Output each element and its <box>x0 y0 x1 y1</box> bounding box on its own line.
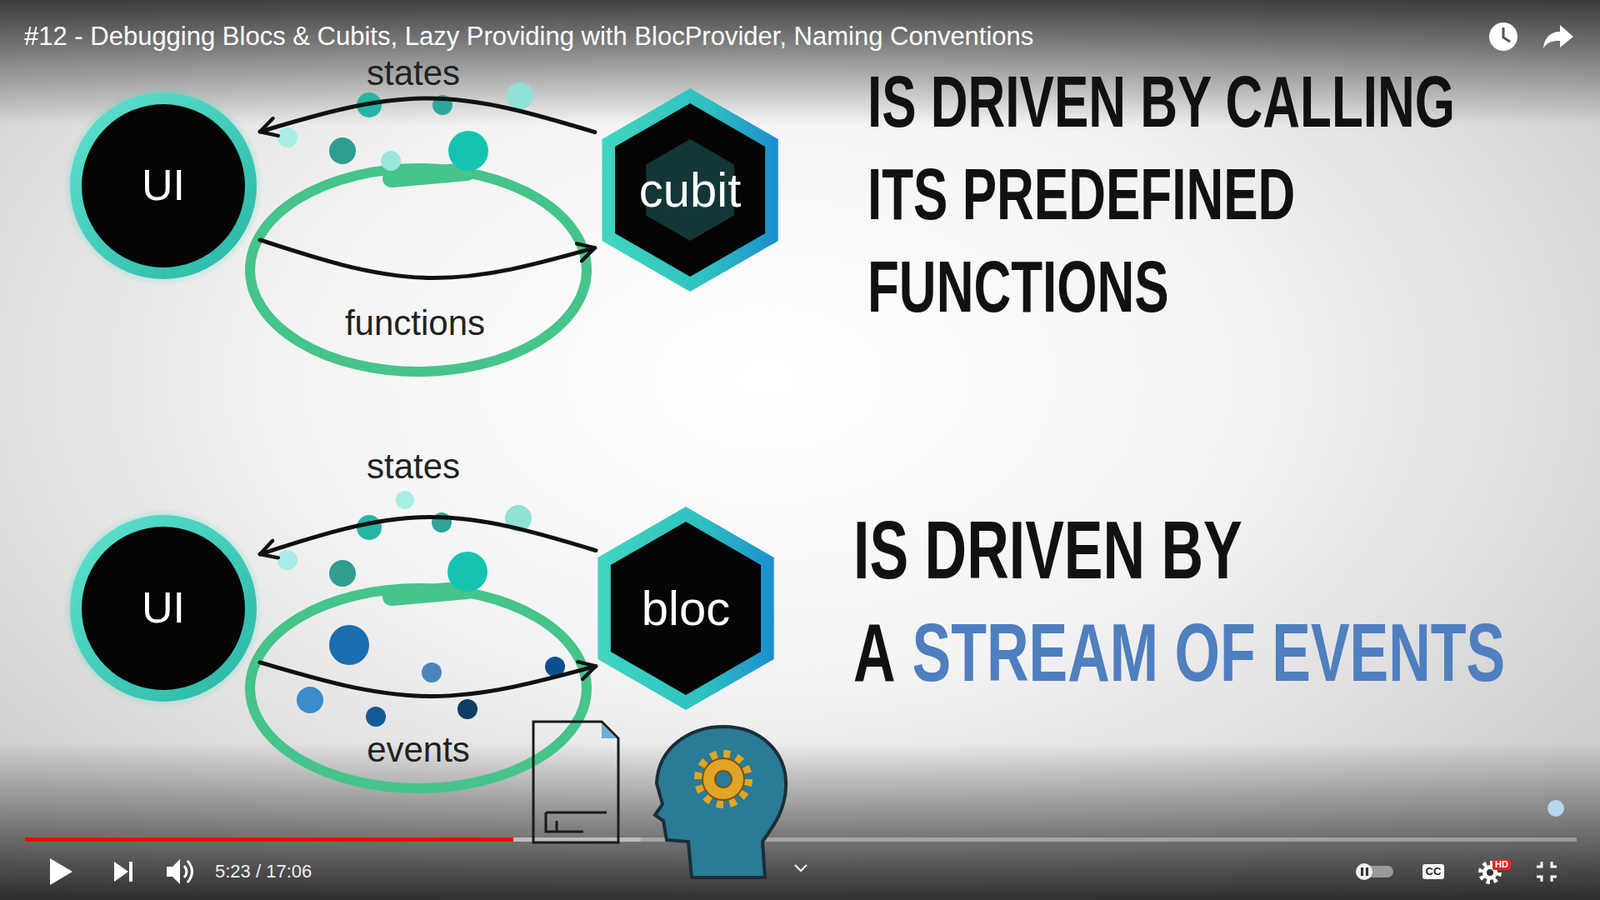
progress-played <box>25 837 514 842</box>
hexagon-node: bloc <box>595 505 776 712</box>
next-button <box>114 861 129 882</box>
hexagon-ring <box>601 88 778 292</box>
node-label: UI <box>141 160 185 211</box>
next-bar <box>129 861 133 882</box>
highlight-ellipse <box>250 588 587 789</box>
state-dot <box>447 551 488 592</box>
gear-hole <box>715 770 732 788</box>
state-dot <box>395 490 415 510</box>
state-dot <box>277 127 298 148</box>
circle-glow <box>63 508 264 709</box>
hd-badge: HD <box>1492 859 1511 870</box>
circle-fill <box>81 104 245 268</box>
state-dot <box>277 550 298 570</box>
circle-node: UI <box>66 511 260 705</box>
document-fold <box>601 723 617 739</box>
gear-teeth <box>698 754 749 805</box>
pause-bar <box>1360 867 1364 876</box>
video-title: #12 - Debugging Blocs & Cubits, Lazy Pro… <box>24 21 1034 52</box>
edge-label: states <box>366 446 460 487</box>
hexagon-fill <box>610 521 761 695</box>
hexagon-ring <box>597 506 774 710</box>
event-dot <box>421 662 442 683</box>
flow-arrow <box>260 98 595 133</box>
circle-fill <box>81 526 245 690</box>
highlight-tab <box>391 171 467 179</box>
event-dot <box>457 699 478 720</box>
exit-fullscreen-icon <box>1536 861 1557 882</box>
video-time: 5:23 / 17:06 <box>215 860 312 883</box>
clock-hands <box>1503 27 1510 42</box>
event-dot <box>296 686 324 714</box>
gear-icon <box>702 758 745 800</box>
headline-highlight: STREAM OF EVENTS <box>912 601 1506 705</box>
headline-text: A <box>853 601 896 705</box>
hexagon-fill <box>615 103 765 277</box>
flow-arrow <box>260 240 595 279</box>
autoplay-knob <box>1355 863 1373 880</box>
state-dot <box>380 150 401 171</box>
edge-label: states <box>366 53 460 94</box>
volume-waves <box>184 860 193 883</box>
watch-later-icon <box>1489 22 1518 51</box>
edge-label: functions <box>345 303 485 344</box>
node-label: UI <box>141 583 185 634</box>
state-dot <box>356 515 382 540</box>
event-dot <box>365 706 386 727</box>
headline-text: IS DRIVEN BY CALLING ITS PREDEFINED FUNC… <box>867 55 1501 333</box>
autoplay-toggle <box>1356 865 1394 878</box>
document-lines <box>545 812 607 832</box>
dropdown-chevron <box>795 865 807 871</box>
state-dot <box>329 560 356 587</box>
state-dot <box>448 130 489 171</box>
state-dot <box>506 82 534 110</box>
highlight-tab <box>391 590 467 597</box>
share-icon <box>1543 25 1574 49</box>
hexagon-node: cubit <box>595 86 785 294</box>
channel-watermark <box>1547 800 1565 817</box>
bottom-shade <box>0 741 1600 900</box>
play-button <box>50 858 73 885</box>
node-label: bloc <box>641 580 730 637</box>
head-icon <box>655 726 786 878</box>
state-dot <box>329 137 356 165</box>
event-dot <box>329 625 370 665</box>
document-icon <box>533 721 619 843</box>
pause-bar <box>1365 867 1369 876</box>
volume-icon <box>166 859 180 885</box>
progress-buffer <box>25 837 641 842</box>
circle-ring <box>70 92 257 280</box>
captions-button: CC <box>1422 864 1445 880</box>
flow-arrow <box>260 517 596 555</box>
progress-track <box>25 837 1577 842</box>
circle-ring <box>70 515 257 702</box>
circle-node: UI <box>66 89 260 283</box>
flow-arrow <box>260 662 596 697</box>
node-label: cubit <box>639 162 742 219</box>
highlight-ellipse <box>250 168 587 372</box>
circle-glow <box>63 85 264 286</box>
headline-text: IS DRIVEN BY <box>853 499 1243 602</box>
edge-label: events <box>366 730 470 770</box>
settings-gear-hole <box>1486 869 1494 876</box>
